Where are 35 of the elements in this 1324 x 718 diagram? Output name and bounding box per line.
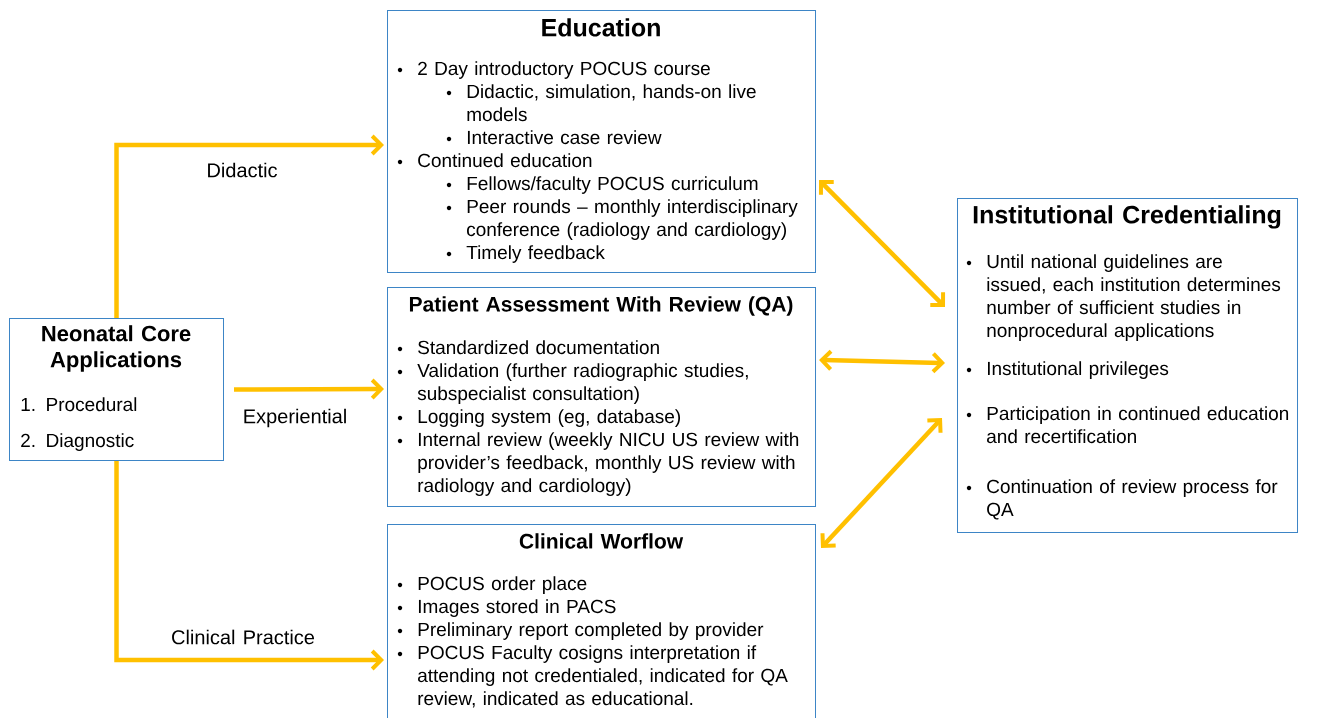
list-item: 2 Day introductory POCUS course (397, 61, 710, 79)
list-item: Internal review (weekly NICU US review with provider’s feedback, monthly US review with radiology and cardiology) (397, 432, 799, 496)
list-item: Continuation of review process for QA (966, 479, 1278, 520)
edge-label: Experiential (241, 407, 349, 429)
list-item: Continued education (397, 153, 592, 168)
list-item: Peer rounds – monthly interdisciplinary conference (radiology and cardiology) (446, 199, 798, 240)
list-item: Logging system (eg, database) (397, 409, 680, 427)
list-item: Images stored in PACS (397, 599, 616, 617)
list-item: Interactive case review (446, 130, 662, 145)
arrow (820, 418, 943, 548)
list-item: 2. Diagnostic (21, 433, 134, 451)
edge-label: Didactic (205, 161, 279, 179)
list-item: Timely feedback (446, 245, 605, 263)
list-item: Participation in continued education and recertification (966, 406, 1289, 444)
box-heading: Education (542, 18, 660, 37)
list-item: Fellows/faculty POCUS curriculum (446, 176, 758, 194)
arrow (234, 378, 384, 400)
arrow (114, 134, 384, 318)
arrow (114, 461, 384, 671)
list-item: Preliminary report completed by provider (397, 622, 764, 640)
list-item: Institutional privileges (966, 361, 1169, 379)
box-heading: Patient Assessment With Review (QA) (409, 296, 793, 316)
list-item: 1. Procedural (21, 397, 137, 412)
list-item: Validation (further radiographic studies, subspecialist consultation) (397, 363, 748, 404)
list-item: Standardized documentation (397, 340, 659, 355)
list-item: POCUS Faculty cosigns interpretation if attending not credentialed, indicated for QA review, indicated as educational. (397, 645, 788, 708)
box-heading: Clinical Worflow (519, 533, 684, 549)
box-heading: Institutional Credentialing (973, 205, 1281, 229)
box-heading: Neonatal Core Applications (42, 325, 191, 372)
list-item: Didactic, simulation, hands-on live models (446, 84, 756, 122)
arrow (819, 349, 945, 374)
arrow (818, 180, 946, 307)
list-item: Until national guidelines are issued, each institution determines number of sufficient studies in nonprocedural applications (966, 254, 1281, 341)
edge-label: Clinical Practice (170, 628, 316, 646)
list-item: POCUS order place (397, 576, 587, 594)
